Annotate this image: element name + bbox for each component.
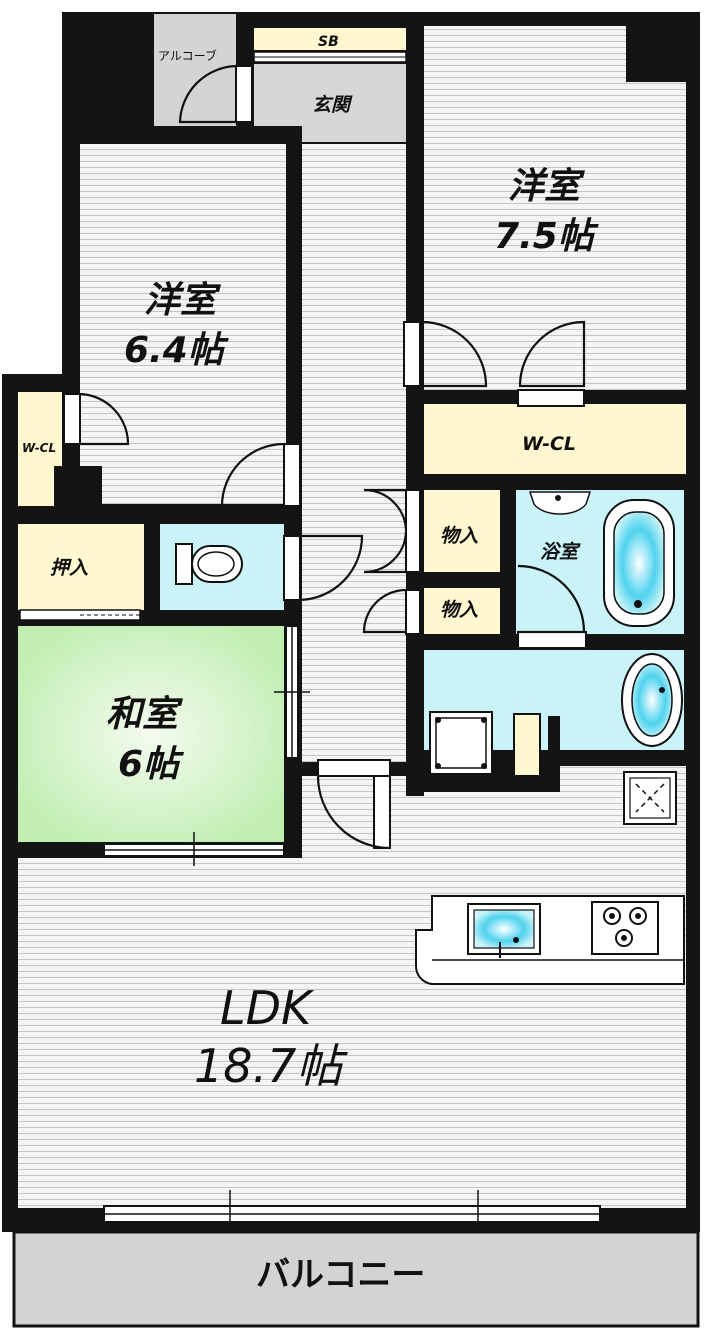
door-storage-1 bbox=[405, 489, 421, 573]
label-entrance: 玄関 bbox=[312, 94, 353, 116]
label-japanese-room: 和室 bbox=[106, 694, 183, 735]
label-western-room-b: 洋室 bbox=[144, 280, 221, 321]
label-storage-2: 物入 bbox=[440, 599, 478, 621]
toilet-icon bbox=[175, 543, 243, 585]
label-wcl-small: W-CL bbox=[22, 441, 56, 455]
bathtub-icon bbox=[603, 499, 675, 627]
kitchen-sink-icon bbox=[467, 903, 541, 958]
label-balcony: バルコニー bbox=[256, 1255, 425, 1295]
stove-icon bbox=[591, 901, 659, 955]
label-alcove: アルコーブ bbox=[158, 48, 217, 63]
floor-storage-2 bbox=[424, 588, 500, 634]
floor-hallway bbox=[302, 144, 406, 766]
floor-storage-1 bbox=[424, 490, 500, 572]
door-western-a-2 bbox=[517, 389, 585, 407]
floor-closet bbox=[18, 524, 144, 610]
label-western-room-a-size: 7.5帖 bbox=[494, 216, 600, 257]
ventilation-icon bbox=[623, 771, 677, 825]
floor-alcove bbox=[154, 14, 236, 126]
bath-basin-icon bbox=[528, 491, 592, 515]
floor-shoe-box bbox=[254, 28, 406, 50]
balcony bbox=[12, 1222, 700, 1328]
fixtures bbox=[175, 491, 685, 985]
door-bath bbox=[517, 631, 587, 649]
label-japanese-room-size: 6帖 bbox=[118, 744, 185, 785]
label-western-room-a: 洋室 bbox=[508, 166, 585, 207]
washing-machine-icon bbox=[429, 711, 493, 775]
label-wcl-large: W-CL bbox=[522, 433, 576, 455]
label-shoe-box: SB bbox=[318, 34, 339, 50]
door-toilet bbox=[283, 535, 301, 601]
front-door bbox=[235, 65, 253, 123]
label-closet: 押入 bbox=[50, 557, 88, 579]
label-storage-1: 物入 bbox=[440, 525, 478, 547]
floor-ldk bbox=[18, 766, 686, 1208]
label-bath: 浴室 bbox=[540, 541, 581, 563]
door-ldk bbox=[317, 759, 391, 777]
floor-japanese-room bbox=[18, 626, 284, 842]
shelf-icon bbox=[513, 713, 541, 777]
door-storage-2 bbox=[405, 589, 421, 635]
door-western-b bbox=[283, 443, 301, 507]
door-western-a-1 bbox=[403, 321, 421, 387]
windows bbox=[19, 51, 601, 1232]
washbasin-icon bbox=[621, 653, 683, 747]
label-ldk-size: 18.7帖 bbox=[194, 1039, 348, 1093]
door-wcl-small bbox=[63, 393, 81, 445]
floor-western-room-a bbox=[424, 26, 686, 390]
labels: アルコーブ SB 玄関 洋室 7.5帖 洋室 6.4帖 W-CL W-CL 物入… bbox=[22, 34, 600, 1295]
label-western-room-b-size: 6.4帖 bbox=[124, 330, 230, 371]
label-ldk: LDK bbox=[220, 981, 315, 1035]
doors bbox=[63, 64, 587, 850]
floor-walk-in-closet-large bbox=[424, 404, 686, 474]
